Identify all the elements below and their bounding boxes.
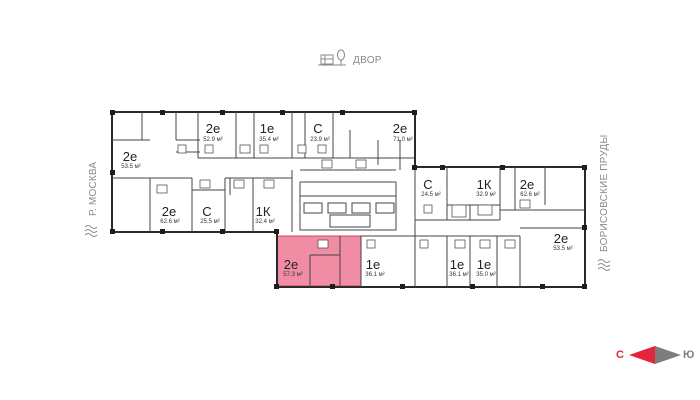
- unit-area: 53.5 м²: [121, 164, 141, 170]
- unit-area: 35.0 м²: [476, 272, 496, 278]
- unit-type: 2e: [205, 121, 221, 136]
- unit-type: 1К: [255, 204, 271, 219]
- unit-type: 2e: [392, 121, 408, 136]
- unit-type: 2e: [519, 177, 535, 192]
- ponds-label: БОРИСОВСКИЕ ПРУДЫ: [599, 134, 610, 252]
- unit-area: 32.9 м²: [476, 192, 496, 198]
- water-icon-right: [597, 259, 611, 271]
- unit-area: 53.5 м²: [553, 246, 573, 252]
- unit-type: С: [202, 204, 212, 219]
- courtyard-icon: [318, 49, 346, 66]
- unit-area: 71.0 м²: [393, 137, 413, 143]
- unit-type: С: [313, 121, 323, 136]
- unit-type: 2e: [283, 257, 299, 272]
- compass-south: Ю: [683, 349, 695, 361]
- unit-area: 32.4 м²: [255, 219, 275, 225]
- unit-type: 2e: [122, 149, 138, 164]
- unit-area: 62.6 м²: [160, 219, 180, 225]
- unit-area: 24.5 м²: [421, 192, 441, 198]
- water-icon-left: [84, 225, 98, 237]
- unit-type: 1e: [476, 257, 492, 272]
- river-label: Р. МОСКВА: [88, 161, 99, 216]
- unit-area: 25.5 м²: [200, 219, 220, 225]
- fixtures: [156, 144, 531, 249]
- unit-type: С: [423, 177, 433, 192]
- unit-type: 1К: [476, 177, 492, 192]
- column-markers: [110, 110, 587, 289]
- unit-area: 57.3 м²: [283, 272, 303, 278]
- interior-walls: [112, 112, 585, 287]
- unit-type: 1e: [365, 257, 381, 272]
- compass-arrow: [629, 346, 681, 364]
- unit-type: 2e: [553, 231, 569, 246]
- unit-area: 23.9 м²: [310, 137, 330, 143]
- courtyard-label: ДВОР: [353, 55, 382, 66]
- unit-type: 1e: [449, 257, 465, 272]
- unit-type: 1e: [259, 121, 275, 136]
- unit-area: 52.9 м²: [203, 137, 223, 143]
- unit-area: 36.1 м²: [449, 272, 469, 278]
- unit-area: 35.4 м²: [259, 137, 279, 143]
- compass-north: С: [616, 349, 624, 361]
- unit-type: 2e: [161, 204, 177, 219]
- unit-area: 36.1 м²: [365, 272, 385, 278]
- unit-area: 62.6 м²: [520, 192, 540, 198]
